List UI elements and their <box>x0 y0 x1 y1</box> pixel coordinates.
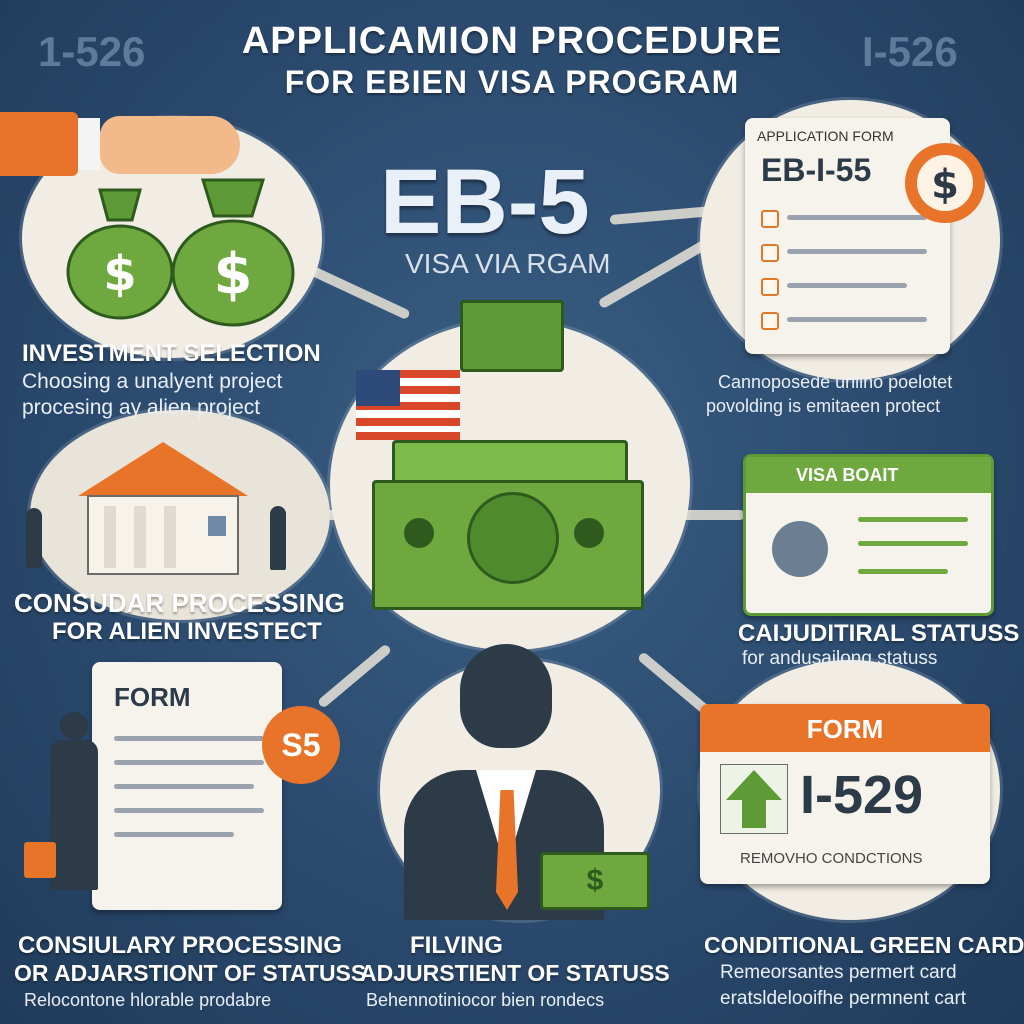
checkbox-icon <box>761 244 779 262</box>
green-card-form-number: I-529 <box>800 765 924 825</box>
filing-subtitle: Behennotiniocor bien rondecs <box>366 990 605 1010</box>
page-subtitle: FOR EBIEN VISA PROGRAM <box>284 64 740 100</box>
green-card-subtitle-line1: Remeorsantes permert card <box>720 962 957 983</box>
filing-title-line2: ADJURSTIENT OF STATUSS <box>360 960 670 986</box>
corner-label-right: I-526 <box>862 28 958 75</box>
corner-label-left: 1-526 <box>38 28 146 75</box>
connector-bottom-left <box>316 643 393 709</box>
presenter-body-icon <box>50 740 98 890</box>
eb5-heading: EB-5 <box>380 151 590 253</box>
money-bill-icon: $ <box>540 852 650 910</box>
businessman-head-icon <box>460 644 552 748</box>
investment-line1: Choosing a unalyent project <box>22 370 283 393</box>
checkbox-icon <box>761 278 779 296</box>
green-card-title: CONDITIONAL GREEN CARD <box>704 932 1024 958</box>
form-document: FORM <box>92 662 282 910</box>
form-header: APPLICATION FORM <box>757 128 894 144</box>
application-line1: Cannoposede unliho poelotet <box>718 372 953 392</box>
arrow-up-icon <box>720 764 788 834</box>
building-icon <box>78 442 248 575</box>
visa-status-title: CAIJUDITIRAL STATUSS <box>738 620 1020 647</box>
person-icon <box>26 508 42 568</box>
seal-icon <box>772 521 828 577</box>
green-card-form-label: FORM <box>806 714 884 744</box>
dollar-sign: $ <box>214 242 253 307</box>
application-line2: povolding is emitaeen protect <box>706 396 941 416</box>
money-stack-icon <box>372 440 644 610</box>
visa-card: VISA BOAIT <box>743 454 994 616</box>
green-card-form: FORM I-529 REMOVHO CONDCTIONS <box>700 704 990 884</box>
form-label: FORM <box>114 682 191 712</box>
consular-title-line2: FOR ALIEN INVESTECT <box>52 618 322 645</box>
connector-mid-right <box>655 510 745 520</box>
tie-icon <box>496 790 518 910</box>
form-s5-title-line2: OR ADJARSTIONT OF STATUSS <box>14 960 367 986</box>
sleeve-icon <box>0 112 78 176</box>
us-flag-icon <box>356 370 460 440</box>
green-card-subtitle-line2: eratsldelooifhe permnent cart <box>720 988 967 1009</box>
green-card-footer: REMOVHO CONDCTIONS <box>740 850 923 867</box>
s5-badge: S5 <box>262 706 340 784</box>
dollar-sign: $ <box>931 162 959 208</box>
briefcase-icon <box>24 842 56 878</box>
money-bag-icon: $ <box>66 188 174 320</box>
person-icon <box>270 506 286 570</box>
eb5-subheading: VISA VIA RGAM <box>405 248 611 279</box>
connector-top-right <box>597 235 716 310</box>
hand-icon <box>100 116 240 174</box>
form-s5-subtitle: Relocontone hlorable prodabre <box>24 990 272 1010</box>
form-number: EB-I-55 <box>761 152 872 188</box>
checkbox-icon <box>761 312 779 330</box>
form-s5-title-line1: CONSIULARY PROCESSING <box>18 932 343 959</box>
page-title: APPLICAMION PROCEDURE <box>241 20 783 62</box>
visa-card-header: VISA BOAIT <box>796 465 899 485</box>
visa-status-subtitle: for andusailong statuss <box>742 648 938 669</box>
investment-title: INVESTMENT SELECTION <box>22 340 321 367</box>
cuff-icon <box>78 118 100 170</box>
presenter-head-icon <box>60 712 88 740</box>
filing-title-line1: FILVING <box>410 932 503 959</box>
consular-title-line1: CONSUDAR PROCESSING <box>14 588 345 618</box>
seal-badge-icon: $ <box>905 143 985 223</box>
dollar-sign: $ <box>103 246 136 302</box>
money-bill-icon <box>460 300 564 372</box>
investment-line2: procesing ay alien project <box>22 396 261 419</box>
checkbox-icon <box>761 210 779 228</box>
money-bag-icon: $ <box>171 178 295 327</box>
